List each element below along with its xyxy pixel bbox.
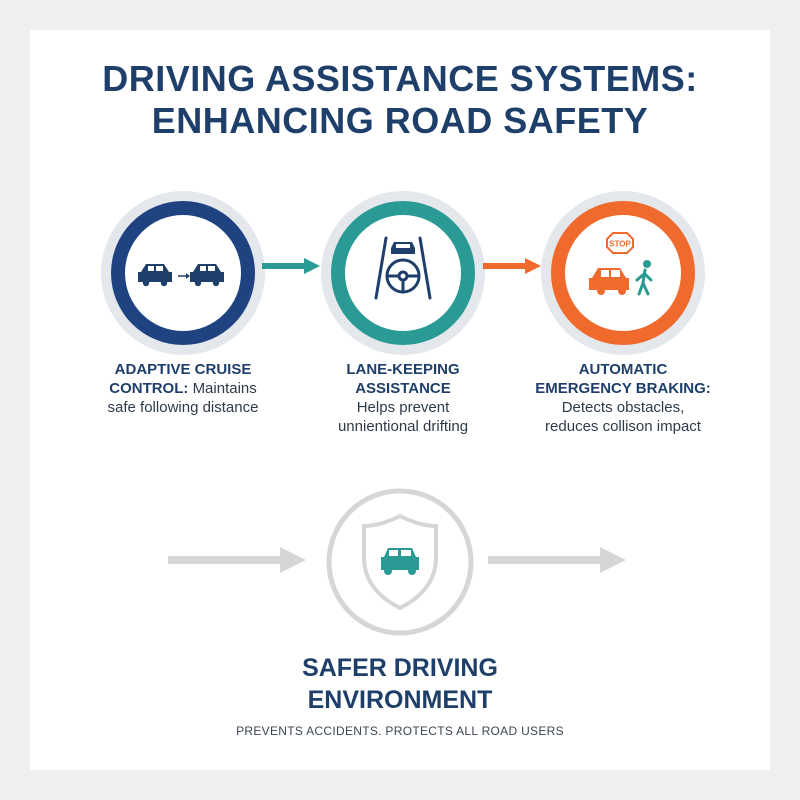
step2-desc-line1: Helps prevent xyxy=(356,399,450,416)
arrow-step2-to-step3 xyxy=(483,258,541,274)
step1-desc-line1: Maintains xyxy=(192,380,257,397)
lane-keeping-label: LANE-KEEPING ASSISTANCE Helps prevent un… xyxy=(303,360,503,436)
arrow-out-of-outcome xyxy=(488,547,626,573)
car-pedestrian-stop-icon: STOP xyxy=(589,232,653,296)
step1-name-line2: CONTROL: xyxy=(109,380,189,397)
two-cars-following-icon xyxy=(138,264,224,287)
title-line-2: ENHANCING ROAD SAFETY xyxy=(151,100,649,141)
outcome-subtitle: PREVENTS ACCIDENTS. PROTECTS ALL ROAD US… xyxy=(236,724,564,738)
infographic-card xyxy=(30,30,770,770)
title-line-1: DRIVING ASSISTANCE SYSTEMS: xyxy=(102,58,698,99)
steering-wheel-lane-icon xyxy=(374,236,432,300)
step3-desc-line2: reduces collison impact xyxy=(545,418,701,435)
step1-desc-line2: safe following distance xyxy=(107,399,259,416)
emergency-braking-label: AUTOMATIC EMERGENCY BRAKING: Detects obs… xyxy=(523,360,723,436)
shield-car-icon xyxy=(362,513,438,611)
step2-desc-line2: unnientional drifting xyxy=(337,418,469,435)
adaptive-cruise-circle xyxy=(101,191,265,355)
page-title: DRIVING ASSISTANCE SYSTEMS: ENHANCING RO… xyxy=(0,58,800,142)
adaptive-cruise-label: ADAPTIVE CRUISE CONTROL: Maintains safe … xyxy=(83,360,283,417)
step3-name-line2: EMERGENCY BRAKING: xyxy=(535,380,711,397)
step3-name-line1: AUTOMATIC xyxy=(578,361,668,378)
outcome-circle xyxy=(326,488,474,636)
step3-desc-line1: Detects obstacles, xyxy=(561,399,685,416)
arrow-into-outcome xyxy=(168,547,306,573)
arrow-step1-to-step2 xyxy=(262,258,320,274)
lane-keeping-circle xyxy=(321,191,485,355)
emergency-braking-circle: STOP xyxy=(541,191,705,355)
step1-name-line1: ADAPTIVE CRUISE xyxy=(114,361,252,378)
outcome-title: SAFER DRIVING ENVIRONMENT xyxy=(0,652,800,716)
step2-name-line2: ASSISTANCE xyxy=(355,380,451,397)
outcome-title-line1: SAFER DRIVING xyxy=(302,654,498,682)
step2-name-line1: LANE-KEEPING xyxy=(346,361,460,378)
outcome-title-line2: ENVIRONMENT xyxy=(307,686,493,714)
stop-sign-text: STOP xyxy=(609,240,631,249)
